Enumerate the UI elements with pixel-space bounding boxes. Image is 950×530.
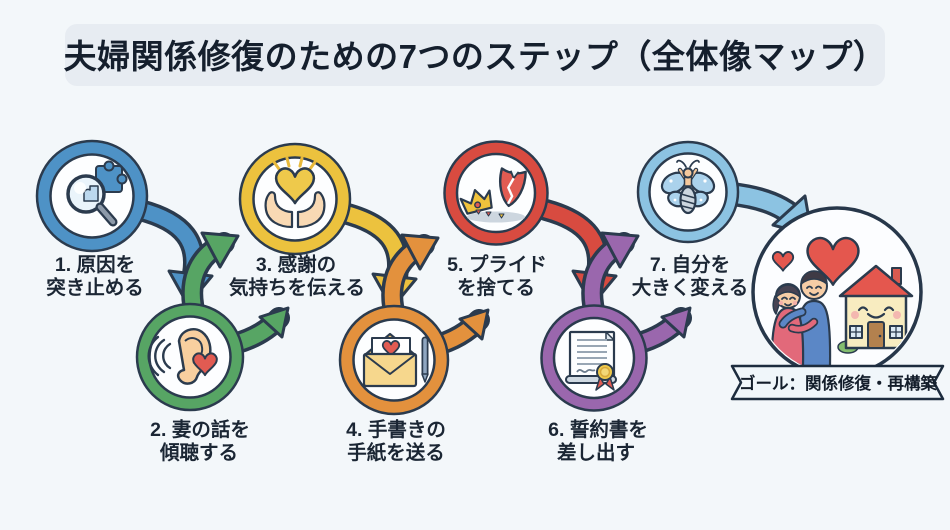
page-title: 夫婦関係修復のための7つのステップ（全体像マップ）	[64, 38, 887, 75]
magnifier-puzzle-icon	[66, 160, 128, 227]
step-1-label-line1: 1. 原因を	[55, 254, 135, 276]
butterfly-transformation-icon	[660, 159, 716, 215]
hands-heart-icon	[264, 156, 326, 229]
goal-ribbon	[730, 364, 945, 401]
hugging-couple	[770, 270, 832, 368]
step-7-label-line2: 大きく変える	[632, 276, 748, 299]
step-3-label-line1: 3. 感謝の	[256, 253, 336, 276]
pledge-document-seal-icon	[565, 330, 617, 391]
ear-heart-icon	[147, 328, 218, 385]
step-1-label-line2: 突き止める	[46, 276, 144, 299]
step-4-label-line1: 4. 手書きの	[346, 418, 446, 441]
goal-label: ゴール：関係修復・再構築	[739, 373, 938, 393]
happy-family-house-icon	[770, 236, 917, 368]
title-banner	[65, 24, 885, 86]
step-4-label-line2: 手紙を送る	[347, 441, 445, 464]
step-2-label-line2: 傾聴する	[159, 441, 238, 464]
step-5-label-line1: 5. プライド	[447, 253, 547, 276]
step-6-label-line2: 差し出す	[557, 441, 635, 464]
step-6-label-line1: 6. 誓約書を	[548, 418, 648, 441]
smiling-house	[837, 264, 917, 354]
step-7-label-line1: 7. 自分を	[650, 253, 730, 276]
step-5-circle	[443, 140, 549, 246]
step-5-label-line2: を捨てる	[457, 276, 535, 299]
love-letter-pen-icon	[362, 332, 429, 388]
step-3-label-line2: 気持ちを伝える	[229, 276, 365, 299]
step-7-circle	[636, 140, 740, 244]
fallen-crown-broken-shield-icon	[459, 167, 527, 223]
step-2-label-line1: 2. 妻の話を	[150, 418, 250, 441]
